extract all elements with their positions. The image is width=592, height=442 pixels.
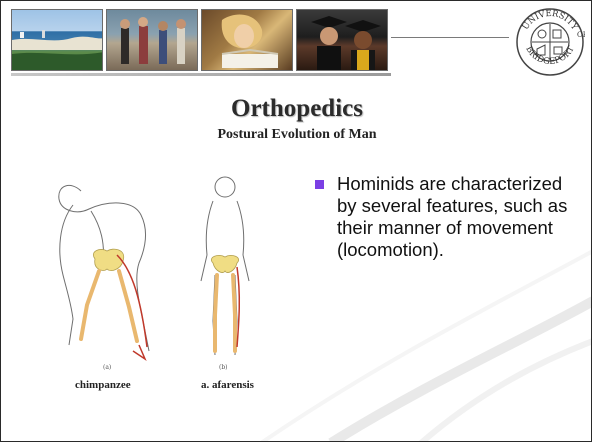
- afarensis-muscle-line: [237, 267, 239, 347]
- graduates-photo: [296, 9, 388, 71]
- caption-afarensis: a. afarensis: [201, 379, 254, 391]
- student-reading-photo: [201, 9, 293, 71]
- afarensis-pelvis: [211, 255, 238, 272]
- skeleton-comparison-figure: (a) (b): [37, 171, 287, 391]
- square-bullet-icon: [315, 180, 324, 189]
- slide-subtitle: Postural Evolution of Man: [1, 127, 592, 143]
- students-walking-photo: [106, 9, 198, 71]
- header-rule: [391, 37, 509, 38]
- university-seal-logo: UNIVERSITY BRIDGEPORT OF: [515, 7, 585, 77]
- header-accent-bar: [11, 73, 391, 76]
- afarensis-leg-bones: [215, 275, 235, 351]
- svg-text:OF: OF: [577, 31, 585, 39]
- header-photo-strip: [11, 9, 391, 73]
- caption-chimpanzee: chimpanzee: [75, 379, 131, 391]
- chimpanzee-leg-bones: [81, 271, 137, 341]
- bullet-text: Hominids are characterized by several fe…: [337, 173, 577, 261]
- svg-text:(a): (a): [103, 364, 111, 371]
- slide-title: Orthopedics: [1, 95, 592, 123]
- svg-text:(b): (b): [219, 364, 228, 371]
- chimpanzee-pelvis: [93, 249, 123, 270]
- chimpanzee-muscle-line: [117, 255, 147, 347]
- campus-waterfront-photo: [11, 9, 103, 71]
